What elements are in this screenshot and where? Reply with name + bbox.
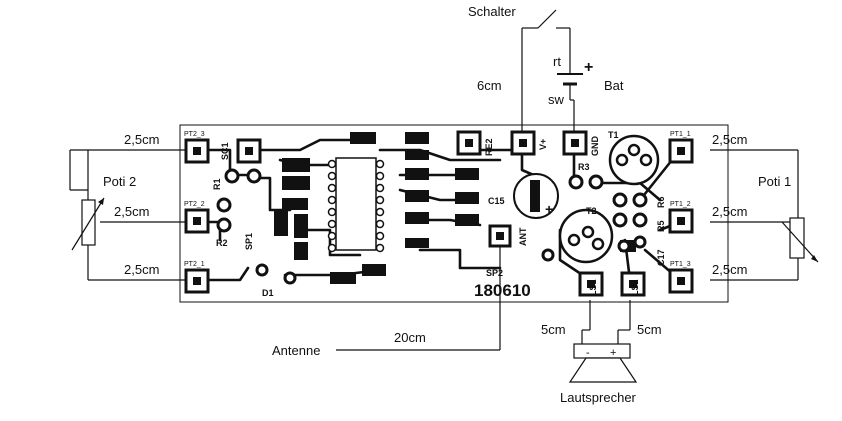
pt2-3-label: PT2_3 (184, 131, 205, 138)
ant-label: ANT (518, 227, 528, 246)
pt2-1-label: PT2_1 (184, 261, 205, 268)
poti1-label: Poti 1 (758, 174, 791, 189)
ls1-label: LS1 (588, 279, 598, 296)
poti2-label: Poti 2 (103, 174, 136, 189)
transistor-t1 (608, 134, 660, 186)
r2-label: R2 (216, 238, 228, 248)
battery-switch-wiring (521, 9, 575, 140)
six-cm-label: 6cm (477, 78, 502, 93)
rt-label: rt (553, 54, 561, 69)
t1-label: T1 (608, 130, 619, 140)
sp2-label: SP2 (486, 268, 503, 278)
vplus-label: V+ (538, 139, 548, 150)
antenne-label: Antenne (272, 343, 320, 358)
poti2-wiring (69, 149, 188, 281)
sp1-label: SP1 (244, 233, 254, 250)
speaker-wiring (581, 300, 631, 344)
round-pads (216, 168, 648, 285)
speaker-plus: + (610, 347, 616, 359)
len-right-mid: 2,5cm (712, 204, 747, 219)
sw-label: sw (548, 92, 565, 107)
sc1-label: SC1 (220, 142, 230, 160)
five-cm-left: 5cm (541, 322, 566, 337)
c15-plus: + (545, 201, 553, 217)
speaker-cone (568, 357, 638, 383)
bat-label: Bat (604, 78, 624, 93)
pt1-2-label: PT1_2 (670, 201, 691, 208)
pt1-3-label: PT1_3 (670, 261, 691, 268)
r1-label: R1 (212, 178, 222, 190)
d1-label: D1 (262, 288, 274, 298)
len-right-bot: 2,5cm (712, 262, 747, 277)
r5-label: R5 (656, 220, 666, 232)
r3-label: R3 (578, 162, 590, 172)
len-left-bot: 2,5cm (124, 262, 159, 277)
len-left-mid: 2,5cm (114, 204, 149, 219)
ic-chip (327, 157, 385, 253)
speaker-terminal-box (573, 343, 631, 359)
r6-label: R6 (656, 196, 666, 208)
smd-components (274, 132, 636, 284)
gnd-label: GND (590, 136, 600, 157)
t2-label: T2 (586, 206, 597, 216)
pt2-2-label: PT2_2 (184, 201, 205, 208)
c15-label: C15 (488, 196, 505, 206)
ls2-label: LS2 (630, 279, 640, 296)
schalter-label: Schalter (468, 4, 516, 19)
bat-plus-label: + (584, 59, 593, 76)
c17-label: C17 (656, 249, 666, 266)
re2-label: RE2 (484, 138, 494, 156)
len-left-top: 2,5cm (124, 132, 159, 147)
five-cm-right: 5cm (637, 322, 662, 337)
len-right-top: 2,5cm (712, 132, 747, 147)
poti1-wiring (710, 149, 819, 281)
board-number: 180610 (474, 281, 531, 300)
pt1-1-label: PT1_1 (670, 131, 691, 138)
twenty-cm-label: 20cm (394, 330, 426, 345)
lautsprecher-label: Lautsprecher (560, 390, 637, 405)
speaker-minus: - (586, 347, 590, 359)
